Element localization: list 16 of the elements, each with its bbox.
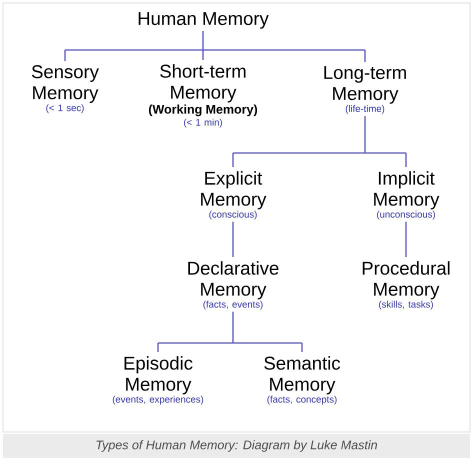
memory-type-label: Implicit Memory (unconscious) [374,171,440,220]
memory-type-label: Explicit Memory (conscious) [201,171,266,220]
connector-line [405,222,407,257]
memory-type-label: Declarative Memory (facts, events) [188,261,278,310]
memory-type-label: Procedural Memory (skills, tasks) [362,261,450,310]
memory-type-label: Episodic Memory (events, experiences) [112,356,204,405]
memory-type-label: Semantic Memory (facts, concepts) [264,356,340,405]
tree-connector [157,311,303,352]
memory-type-label: Long-term Memory (life-time) [324,66,406,114]
tree-connector [232,115,407,167]
caption-bar: Types of Human Memory: Diagram by Luke Mastin [3,434,470,458]
memory-type-label: Short-term Memory (Working Memory) (< 1 min) [148,64,258,128]
memory-type-label: Sensory Memory (< 1 sec) [32,65,99,114]
connector-line [232,222,234,257]
tree-connector [64,30,366,62]
memory-type-label: Human Memory [138,12,269,29]
